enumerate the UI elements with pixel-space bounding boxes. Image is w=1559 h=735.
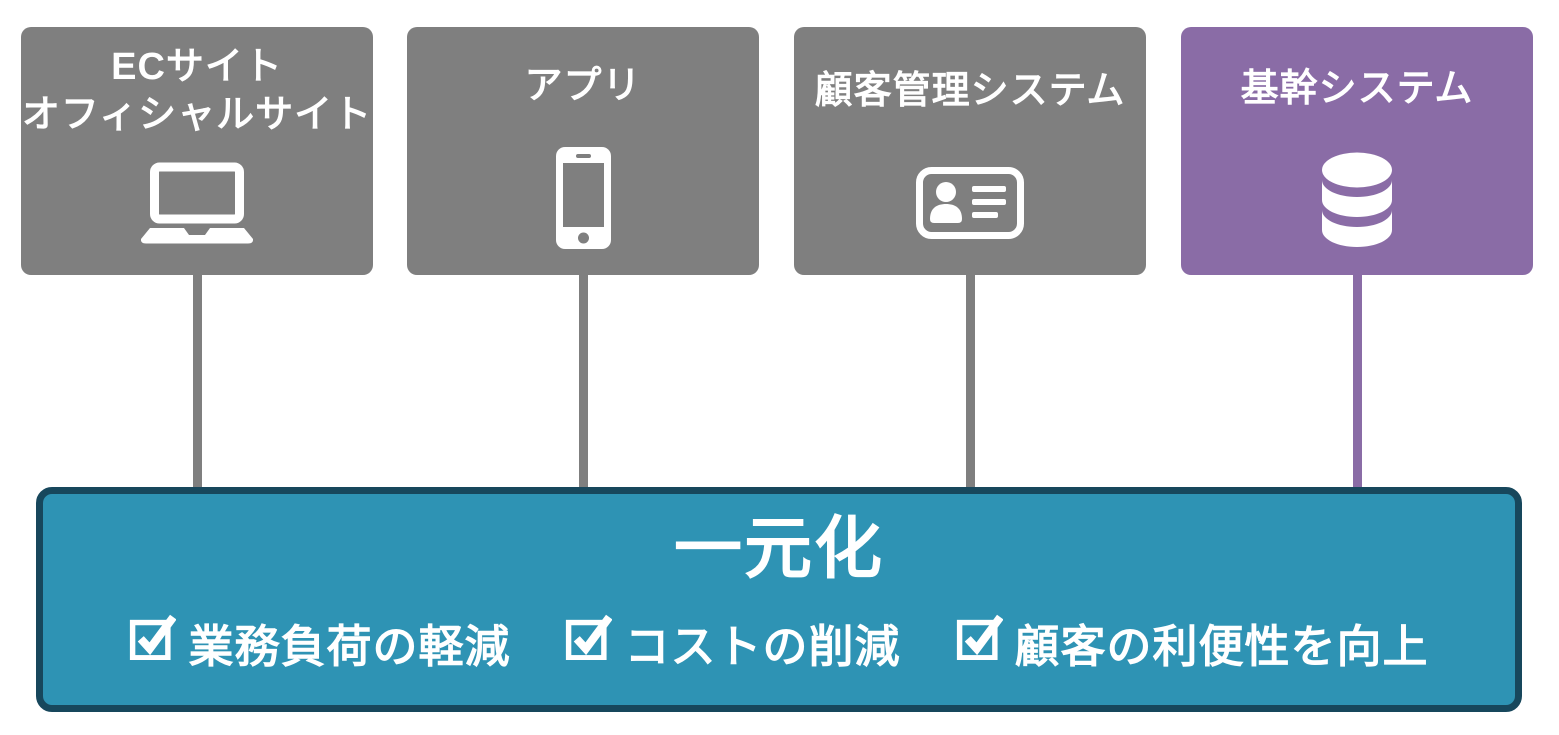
connector-line-core-system — [1353, 275, 1362, 489]
source-box-crm-label: 顧客管理システム — [814, 70, 1126, 113]
checkbox-checked-icon — [565, 614, 614, 671]
checkbox-checked-icon — [956, 614, 1004, 671]
benefit-list: 業務負荷の軽減 コストの削減 顧客の利便性を — [129, 610, 1428, 675]
integration-title: 一元化 — [673, 511, 884, 587]
source-box-crm: 顧客管理システム — [794, 27, 1146, 275]
benefit-item-convenience: 顧客の利便性を向上 — [956, 610, 1429, 675]
laptop-icon — [21, 157, 373, 275]
source-box-core-system-label: 基幹システム — [1240, 67, 1474, 110]
benefit-item-workload-label: 業務負荷の軽減 — [188, 620, 511, 672]
id-card-icon — [794, 157, 1146, 275]
smartphone-icon — [407, 147, 759, 275]
source-box-ec-site-label: ECサイト オフィシャルサイト — [21, 46, 373, 136]
source-box-ec-site: ECサイト オフィシャルサイト — [21, 27, 373, 275]
checkbox-checked-icon — [129, 614, 178, 671]
benefit-item-workload: 業務負荷の軽減 — [129, 610, 510, 675]
source-box-app: アプリ — [407, 27, 759, 275]
database-icon — [1181, 152, 1533, 275]
connector-line-app — [579, 275, 588, 489]
connector-line-crm — [966, 275, 975, 489]
benefit-item-cost: コストの削減 — [565, 610, 900, 675]
benefit-item-cost-label: コストの削減 — [624, 620, 901, 672]
integration-box: 一元化 業務負荷の軽減 コストの削減 — [36, 487, 1522, 712]
source-box-app-label: アプリ — [524, 65, 642, 108]
source-box-core-system: 基幹システム — [1181, 27, 1533, 275]
benefit-item-convenience-label: 顧客の利便性を向上 — [1014, 620, 1429, 672]
connector-line-ec-site — [193, 275, 202, 489]
